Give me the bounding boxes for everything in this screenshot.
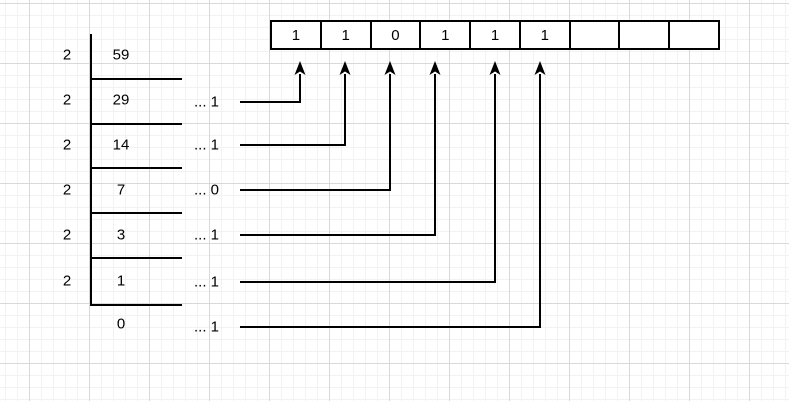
divisor-label: 2 bbox=[62, 46, 72, 64]
quotient-value: 29 bbox=[112, 91, 130, 109]
remainder-label: ... 1 bbox=[194, 136, 220, 154]
remainder-label: ... 1 bbox=[194, 318, 220, 336]
binary-cell: 1 bbox=[469, 22, 519, 48]
remainder-label: ... 0 bbox=[194, 181, 220, 199]
arrowhead-icon bbox=[429, 61, 441, 75]
remainder-connector bbox=[240, 74, 346, 146]
arrowhead-icon bbox=[489, 61, 501, 75]
remainder-connector bbox=[240, 74, 391, 191]
binary-cell: 1 bbox=[319, 22, 370, 48]
binary-cell: 0 bbox=[369, 22, 420, 48]
binary-cell bbox=[568, 22, 619, 48]
arrowhead-icon bbox=[534, 61, 546, 75]
binary-cell: 1 bbox=[291, 26, 301, 44]
binary-cell: 1 bbox=[518, 22, 569, 48]
quotient-value: 14 bbox=[112, 136, 130, 154]
remainder-label: ... 1 bbox=[194, 93, 220, 111]
remainder-connector bbox=[240, 74, 301, 103]
remainder-label: ... 1 bbox=[194, 226, 220, 244]
quotient-value: 3 bbox=[116, 226, 126, 244]
remainder-label: ... 1 bbox=[194, 273, 220, 291]
binary-cell bbox=[618, 22, 668, 48]
remainder-connector bbox=[240, 74, 496, 283]
divisor-label: 2 bbox=[62, 91, 72, 109]
arrowhead-icon bbox=[384, 61, 396, 75]
divisor-label: 2 bbox=[62, 181, 72, 199]
remainder-connector bbox=[240, 74, 436, 236]
remainder-connector bbox=[240, 74, 541, 328]
arrowhead-icon bbox=[294, 61, 306, 75]
binary-cells-row: 1 1 0 1 1 1 bbox=[270, 20, 720, 50]
divisor-label: 2 bbox=[62, 226, 72, 244]
binary-cell bbox=[668, 22, 718, 48]
quotient-value: 59 bbox=[112, 46, 130, 64]
divisor-label: 2 bbox=[62, 272, 72, 290]
arrowhead-icon bbox=[339, 61, 351, 75]
divisor-label: 2 bbox=[62, 136, 72, 154]
quotient-value: 1 bbox=[116, 272, 126, 290]
quotient-value: 0 bbox=[116, 315, 126, 333]
binary-cell: 1 bbox=[419, 22, 469, 48]
quotient-value: 7 bbox=[116, 181, 126, 199]
